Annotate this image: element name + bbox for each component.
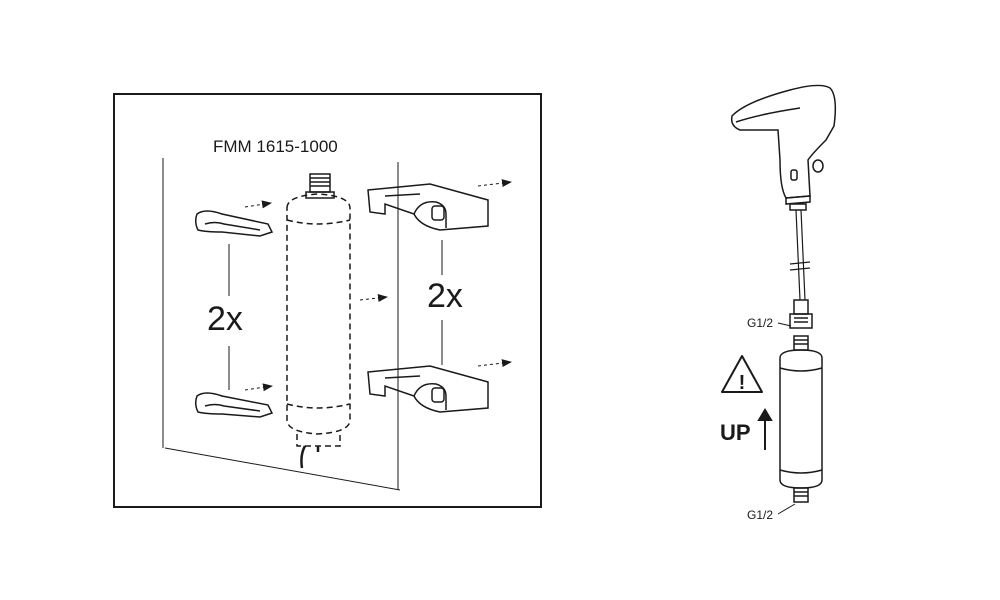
thread-leader-bottom xyxy=(777,503,796,515)
thread-leader-top xyxy=(777,322,792,327)
arrow-right-icon xyxy=(244,179,512,392)
clip-bottom-left xyxy=(194,392,274,418)
faucet xyxy=(730,84,837,211)
thread-size-top-label: G1/2 xyxy=(747,316,774,330)
left-panel xyxy=(113,93,542,508)
orientation-up-label: UP xyxy=(720,420,751,445)
hose-connector xyxy=(789,299,813,329)
up-arrow-icon xyxy=(757,408,773,450)
bracket-bottom-right xyxy=(367,365,489,413)
warning-exclamation: ! xyxy=(739,372,746,394)
warning-triangle-icon xyxy=(721,355,763,393)
cartridge-bottom-cable xyxy=(300,445,320,469)
thread-size-bottom-label: G1/2 xyxy=(747,508,774,522)
filter-cartridge-dashed xyxy=(286,193,351,447)
model-number-label: FMM 1615-1000 xyxy=(213,137,338,156)
clip-top-left xyxy=(194,210,274,237)
right-panel xyxy=(721,84,837,515)
cartridge-top-fitting xyxy=(305,173,335,199)
quantity-label-brackets: 2x xyxy=(427,277,463,315)
bracket-top-right xyxy=(367,183,489,231)
supply-hose xyxy=(789,209,811,301)
panel-frame xyxy=(113,93,542,508)
quantity-label-clips: 2x xyxy=(207,300,243,338)
wall-line-floor xyxy=(164,447,401,491)
filter-cartridge xyxy=(779,335,823,503)
